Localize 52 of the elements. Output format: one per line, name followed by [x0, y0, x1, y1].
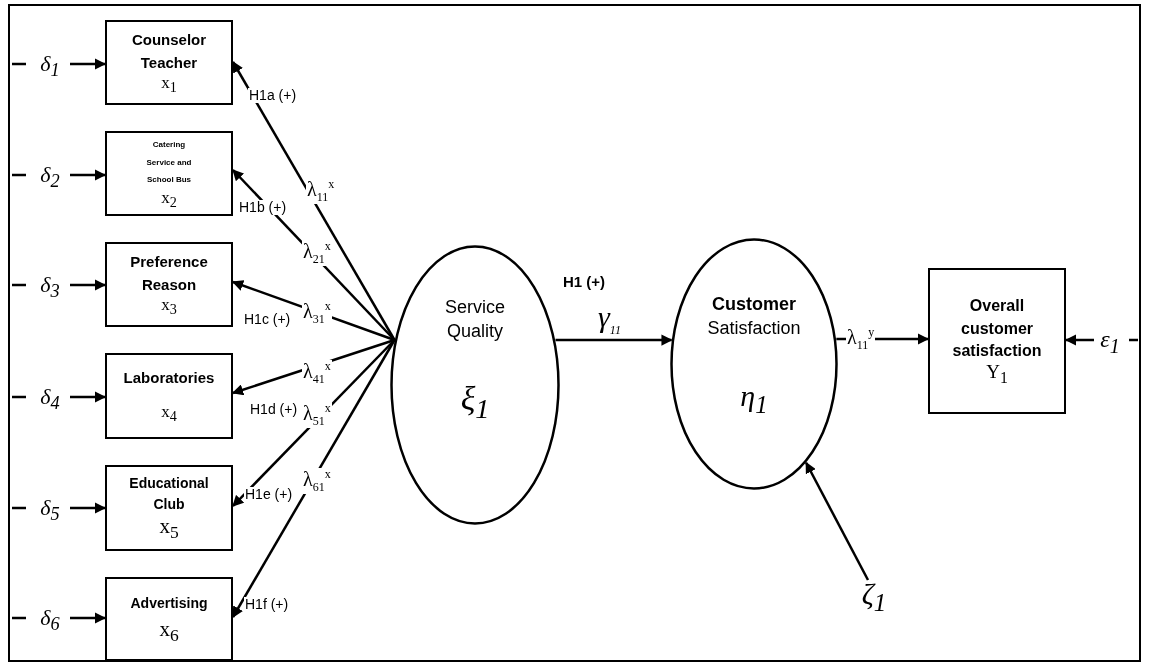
variable-symbol: x$_{4}$ — [161, 403, 177, 426]
edge-label: H1a (+) — [248, 88, 298, 104]
indicator-box — [105, 131, 233, 216]
latent-variable-ellipse — [390, 245, 560, 525]
variable-symbol: Y$_{1}$ — [986, 362, 1008, 387]
arrow — [70, 279, 107, 291]
indicator-box — [105, 353, 233, 439]
edge-label: H1b (+) — [238, 200, 288, 216]
edge-label: H1 (+) — [562, 274, 607, 291]
indicator-box — [105, 242, 233, 327]
indicator-box — [928, 268, 1066, 414]
edge-label: H1e (+) — [244, 487, 294, 503]
variable-symbol: x$_{3}$ — [161, 296, 177, 318]
variable-symbol: x$_{5}$ — [159, 515, 179, 543]
error-term-label: δ$_{6}$ — [30, 604, 70, 632]
edge-label: H1d (+) — [249, 402, 299, 418]
box-label: Advertising — [130, 593, 208, 613]
box-label: Counselor Teacher — [130, 30, 208, 73]
arrow — [70, 502, 107, 514]
error-term-label: δ$_{3}$ — [30, 271, 70, 299]
ellipse-label: Customer Satisfaction — [706, 293, 802, 341]
arrow — [805, 461, 870, 581]
box-label: Preference Reason — [129, 252, 209, 295]
error-term-label: δ$_{1}$ — [30, 50, 70, 78]
ellipse-label: Service Quality — [444, 296, 506, 344]
indicator-box — [105, 465, 233, 551]
box-label: Laboratories — [123, 367, 215, 388]
arrow — [231, 339, 396, 618]
error-term-label: ζ$_{1}$ — [852, 580, 896, 620]
indicator-box — [105, 20, 233, 105]
arrow — [1064, 334, 1094, 346]
indicator-box — [105, 577, 233, 661]
latent-variable-ellipse — [670, 238, 838, 490]
error-term-label: δ$_{5}$ — [30, 494, 70, 522]
edge-label: H1c (+) — [243, 312, 292, 328]
arrow — [70, 612, 107, 624]
variable-symbol: η$_{1}$ — [740, 378, 768, 419]
arrow — [70, 169, 107, 181]
variable-symbol: x$_{6}$ — [159, 617, 179, 646]
box-label: Overall customer satisfaction — [951, 296, 1043, 362]
box-label: Educational Club — [128, 474, 210, 515]
box-label: Catering Service and School Bus — [145, 139, 193, 187]
error-term-label: δ$_{2}$ — [30, 161, 70, 189]
variable-symbol: x$_{2}$ — [161, 188, 177, 211]
arrow — [70, 58, 107, 70]
variable-symbol: ξ$_{1}$ — [460, 379, 490, 424]
arrow — [555, 334, 673, 346]
variable-symbol: x$_{1}$ — [161, 74, 177, 96]
arrow — [70, 391, 107, 403]
edge-label: H1f (+) — [244, 597, 290, 613]
error-term-label: ε$_{1}$ — [1094, 325, 1126, 355]
error-term-label: δ$_{4}$ — [30, 383, 70, 411]
